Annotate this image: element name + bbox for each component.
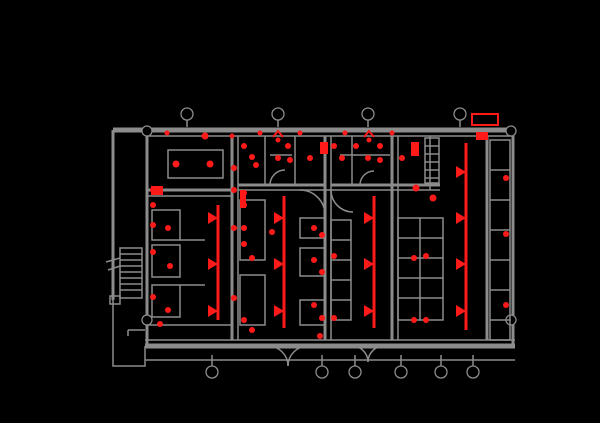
sprinkler-head-icon [208,258,218,270]
sprinkler-triangles [208,166,466,317]
door-swing-icon [267,345,289,367]
interior-walls [147,136,511,341]
door-swing-icon [330,189,354,213]
sprinkler-head-icon [364,212,374,224]
grid-bubble-bottom-6 [466,355,480,379]
top-grid-bubbles [180,107,467,127]
sprinkler-head-icon [208,305,218,317]
grid-bubble-bottom-5 [434,355,448,379]
left-lower-wall [112,300,146,367]
bottom-grid-bubbles [205,355,480,379]
grid-bubble-bottom-1 [205,355,219,379]
door-swing-icon [367,345,385,363]
grid-bubble-bottom-4 [394,355,408,379]
grid-bubble-top-3 [361,107,375,127]
sprinkler-head-icon [364,258,374,270]
sprinkler-riser-icon [320,142,328,154]
grid-bubble-top-2 [271,107,285,127]
sprinkler-head-icon [274,258,284,270]
sprinkler-head-icon [208,212,218,224]
fire-extinguisher-cabinet [151,186,163,195]
fire-riser-box [476,132,488,140]
door-swing-icon [299,189,326,216]
sprinkler-head-icon [456,305,466,317]
fire-valve [240,190,246,208]
sprinkler-riser-icon [411,142,419,156]
column-top-right [505,125,517,137]
door-swing-icon [359,170,375,186]
sprinkler-head-icon [456,166,466,178]
grid-bubble-bottom-2 [315,355,329,379]
grid-bubble-bottom-3 [348,355,362,379]
column-bottom-left [141,314,153,326]
sprinkler-head-icon [364,305,374,317]
sprinkler-head-icon [274,305,284,317]
sprinkler-head-icon [274,212,284,224]
sprinkler-head-icon [272,129,284,138]
sprinkler-branch-lines [216,143,468,330]
door-swing-icon [287,345,309,367]
fire-equipment [151,113,499,208]
door-swings [267,169,385,367]
grid-bubble-top-1 [180,107,194,127]
door-swing-icon [269,169,286,186]
sprinkler-head-icon [363,129,375,138]
sprinkler-head-icon [456,258,466,270]
grid-bubble-top-4 [453,107,467,127]
fire-alarm-panel [471,113,499,126]
column-top-left [141,125,153,137]
fire-devices [150,130,509,339]
exterior-stair [105,247,145,336]
sprinkler-head-icon [456,212,466,224]
building-outline [111,125,517,367]
